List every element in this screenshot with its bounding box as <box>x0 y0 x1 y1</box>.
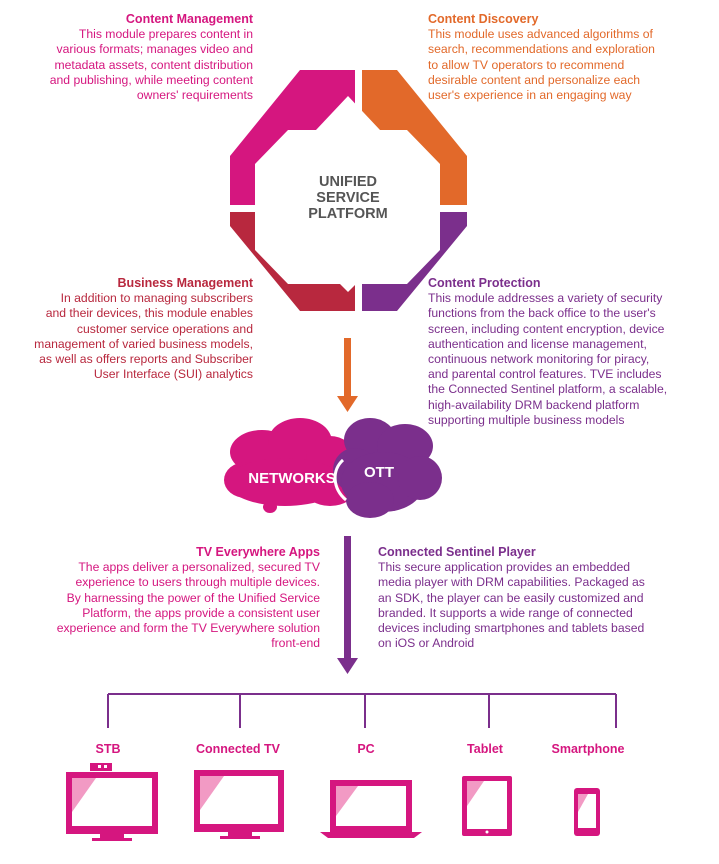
device-label-smartphone: Smartphone <box>551 742 625 756</box>
smartphone-icon <box>574 788 600 836</box>
ott-cloud <box>333 418 442 518</box>
content-protection-line: high-availability DRM backend platform <box>428 397 640 412</box>
content-protection-line: screen, including content encryption, de… <box>428 321 665 336</box>
connected-tv-icon <box>194 770 284 839</box>
device-label-stb: STB <box>95 742 121 756</box>
content-protection-block: Content Protection This module addresses… <box>428 276 696 428</box>
tv-everywhere-apps-title: TV Everywhere Apps <box>196 545 320 559</box>
device-connector-lines <box>107 693 617 728</box>
business-management-block: Business Management In addition to manag… <box>22 276 253 382</box>
content-discovery-block: Content Discovery This module uses advan… <box>428 12 693 103</box>
tv-everywhere-apps-line: Platform, the apps provide a consistent … <box>82 605 320 620</box>
content-discovery-line: user's experience in an engaging way <box>428 88 632 103</box>
hub-label-line1: UNIFIED <box>319 174 377 190</box>
stb-icon <box>66 763 158 841</box>
content-management-line: various formats; manages video and <box>56 42 253 57</box>
business-management-title: Business Management <box>117 276 253 290</box>
content-protection-line: This module addresses a variety of secur… <box>428 291 663 306</box>
connected-sentinel-player-line: media player with DRM capabilities. Pack… <box>378 575 645 590</box>
content-protection-line: authentication and license management, <box>428 336 647 351</box>
hub-segment-content-discovery <box>362 70 467 205</box>
tv-everywhere-apps-line: experience and form the TV Everywhere so… <box>56 621 320 636</box>
tv-everywhere-apps-line: experience to users through multiple dev… <box>75 575 320 590</box>
content-protection-line: and parental control features. TVE inclu… <box>428 367 662 382</box>
content-discovery-line: search, recommendations and exploration <box>428 42 655 57</box>
hub-label-line3: PLATFORM <box>308 206 388 222</box>
content-discovery-line: This module uses advanced algorithms of <box>428 27 653 42</box>
content-management-line: owners' requirements <box>136 88 253 103</box>
hub-label-line2: SERVICE <box>316 190 380 206</box>
tv-everywhere-apps-line: front-end <box>271 636 320 651</box>
content-protection-line: supporting multiple business models <box>428 412 625 427</box>
content-management-title: Content Management <box>125 12 253 26</box>
hub-segment-business-management <box>230 212 355 311</box>
hub-segment-content-protection <box>362 212 467 311</box>
pc-icon <box>320 780 422 838</box>
business-management-line: customer service operations and <box>76 321 253 336</box>
connected-sentinel-player-line: This secure application provides an embe… <box>378 560 631 575</box>
connected-sentinel-player-line: on iOS or Android <box>378 636 475 651</box>
business-management-line: In addition to managing subscribers <box>60 291 253 306</box>
device-label-connected-tv: Connected TV <box>195 742 281 756</box>
tv-everywhere-apps-line: The apps deliver a personalized, secured… <box>78 560 320 575</box>
device-label-tablet: Tablet <box>467 742 503 756</box>
device-label-pc: PC <box>357 742 375 756</box>
business-management-line: management of varied business models, <box>34 336 253 351</box>
connected-sentinel-player-line: devices including smartphones and tablet… <box>378 621 645 636</box>
content-protection-line: functions from the back office to the us… <box>428 306 656 321</box>
content-discovery-title: Content Discovery <box>428 12 539 26</box>
business-management-line: and their devices, this module enables <box>45 306 253 321</box>
content-protection-line: the Connected Sentinel platform, a scala… <box>428 382 668 397</box>
tv-everywhere-apps-line: By harnessing the power of the Unified S… <box>66 590 320 605</box>
business-management-line: User Interface (SUI) analytics <box>93 367 253 382</box>
connected-sentinel-player-line: branded. It supports a wide range of con… <box>378 605 633 620</box>
arrow-head-bottom <box>337 658 358 674</box>
content-management-line: metadata assets, content distribution <box>54 57 254 72</box>
ott-label: OTT <box>364 464 394 481</box>
tv-everywhere-apps-block: TV Everywhere Apps The apps deliver a pe… <box>22 545 320 651</box>
connected-sentinel-player-block: Connected Sentinel Player This secure ap… <box>378 545 678 651</box>
content-management-line: and publishing, while meeting content <box>49 72 253 87</box>
content-protection-line: continuous network monitoring for piracy… <box>428 352 650 367</box>
hub-segment-content-management <box>230 70 355 205</box>
connected-sentinel-player-line: an SDK, the player can be easily customi… <box>378 590 644 605</box>
content-management-block: Content Management This module prepares … <box>22 12 253 103</box>
connected-sentinel-player-title: Connected Sentinel Player <box>378 545 536 559</box>
content-discovery-line: desirable content and personalize each <box>428 72 641 87</box>
hub-cross-arrows <box>258 96 438 292</box>
networks-label: NETWORKS <box>248 470 336 487</box>
content-discovery-line: to allow TV operators to recommend <box>428 57 625 72</box>
hub-label: UNIFIED SERVICE PLATFORM <box>288 174 408 222</box>
content-management-line: This module prepares content in <box>78 27 253 42</box>
arrow-head-top <box>337 396 358 412</box>
arrow-shaft-bottom <box>344 536 351 658</box>
arrow-shaft-top <box>344 338 351 396</box>
business-management-line: as well as offers reports and Subscriber <box>39 352 253 367</box>
tablet-icon <box>462 776 512 836</box>
content-protection-title: Content Protection <box>428 276 541 290</box>
